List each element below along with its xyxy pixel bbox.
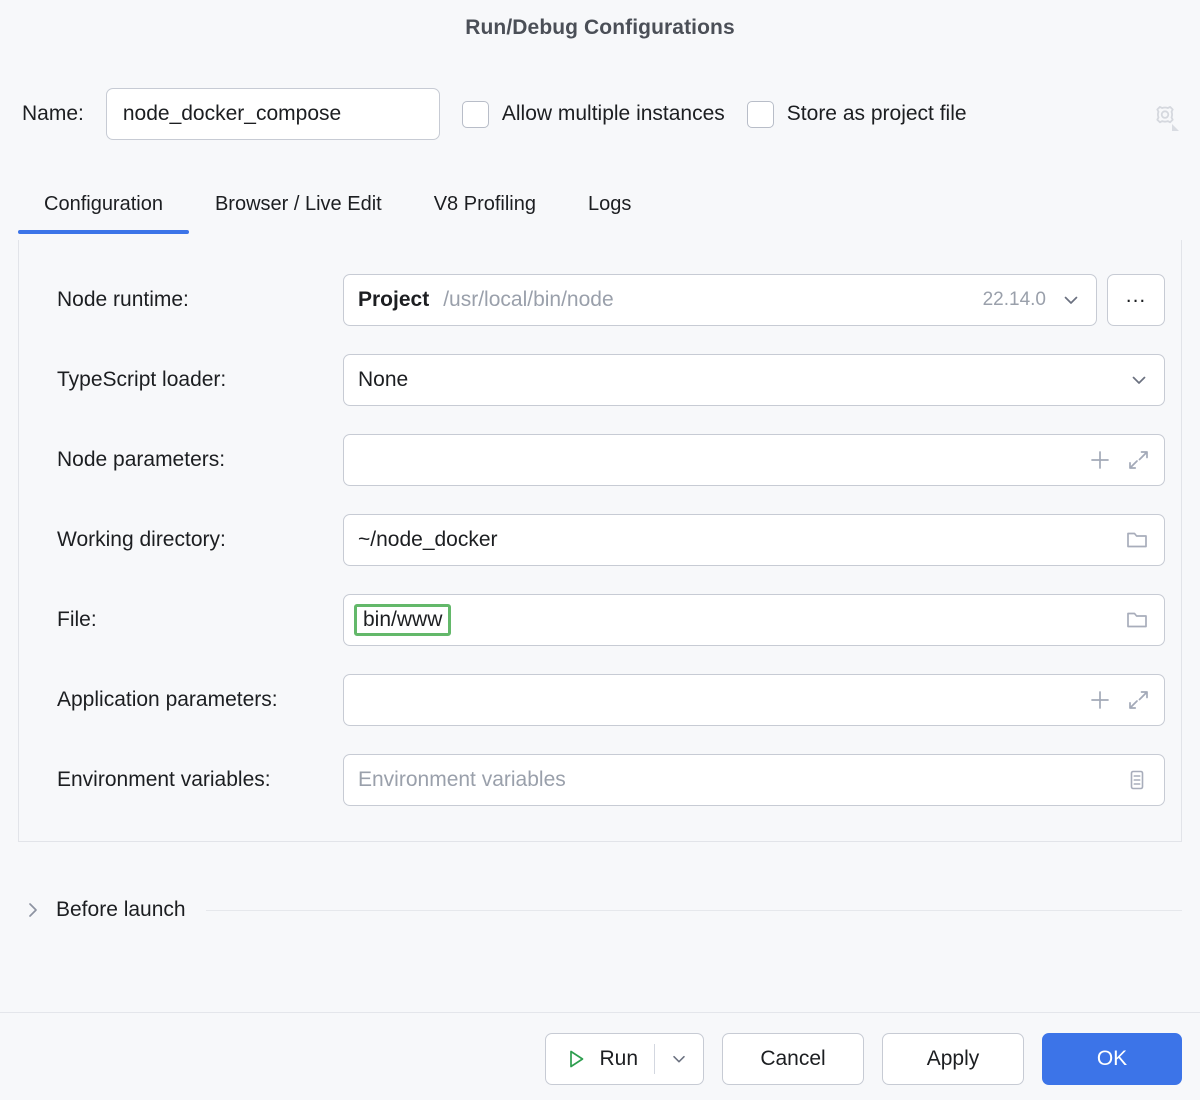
environment-variables-placeholder: Environment variables bbox=[358, 768, 566, 791]
environment-variables-input[interactable]: Environment variables bbox=[343, 754, 1165, 806]
typescript-loader-label: TypeScript loader: bbox=[57, 368, 227, 391]
file-value-wrapper: bin/www bbox=[354, 603, 1124, 636]
before-launch-label: Before launch bbox=[56, 898, 186, 921]
run-split-button[interactable]: Run bbox=[545, 1033, 704, 1085]
environment-variables-label: Environment variables: bbox=[57, 768, 271, 791]
file-input[interactable]: bin/www bbox=[343, 594, 1165, 646]
row-file: File: bin/www bbox=[37, 580, 1165, 660]
store-as-project-file-checkbox[interactable] bbox=[746, 100, 774, 128]
expand-icon[interactable] bbox=[1126, 688, 1150, 712]
run-button-divider bbox=[654, 1044, 655, 1074]
file-label: File: bbox=[57, 608, 97, 631]
node-parameters-input[interactable] bbox=[343, 434, 1165, 486]
gear-icon[interactable] bbox=[1148, 100, 1182, 134]
folder-icon[interactable] bbox=[1124, 527, 1150, 553]
play-icon bbox=[564, 1047, 588, 1071]
row-application-parameters: Application parameters: bbox=[37, 660, 1165, 740]
row-node-parameters: Node parameters: bbox=[37, 420, 1165, 500]
tab-configuration[interactable]: Configuration bbox=[18, 178, 189, 234]
node-runtime-path: /usr/local/bin/node bbox=[443, 288, 614, 311]
name-row: Name: Allow multiple instances Store as … bbox=[22, 88, 1182, 140]
expand-icon[interactable] bbox=[1126, 448, 1150, 472]
before-launch-divider bbox=[205, 909, 1182, 911]
apply-button[interactable]: Apply bbox=[882, 1033, 1024, 1085]
dialog-title-bar: Run/Debug Configurations bbox=[0, 0, 1200, 56]
working-directory-value: ~/node_docker bbox=[358, 528, 498, 551]
list-editor-icon[interactable] bbox=[1124, 767, 1150, 793]
cancel-button[interactable]: Cancel bbox=[722, 1033, 864, 1085]
run-dropdown-button[interactable] bbox=[655, 1034, 703, 1084]
configuration-panel: Node runtime: Project /usr/local/bin/nod… bbox=[18, 240, 1182, 842]
name-label: Name: bbox=[22, 102, 84, 125]
chevron-right-icon[interactable] bbox=[22, 899, 44, 921]
tab-logs[interactable]: Logs bbox=[587, 193, 632, 215]
application-parameters-label: Application parameters: bbox=[57, 688, 278, 711]
run-button[interactable]: Run bbox=[546, 1034, 654, 1084]
allow-multiple-instances-checkbox[interactable] bbox=[461, 100, 489, 128]
row-working-directory: Working directory: ~/node_docker bbox=[37, 500, 1165, 580]
store-as-project-file-label: Store as project file bbox=[786, 102, 967, 125]
node-runtime-label: Node runtime: bbox=[57, 288, 189, 311]
chevron-down-icon[interactable] bbox=[1128, 369, 1150, 391]
row-environment-variables: Environment variables: Environment varia… bbox=[37, 740, 1165, 820]
file-value: bin/www bbox=[354, 603, 452, 636]
tab-bar: Configuration Browser / Live Edit V8 Pro… bbox=[18, 178, 1182, 240]
configuration-form: Node runtime: Project /usr/local/bin/nod… bbox=[37, 260, 1165, 820]
working-directory-label: Working directory: bbox=[57, 528, 226, 551]
node-runtime-browse-button[interactable]: ... bbox=[1107, 274, 1165, 326]
footer-divider bbox=[0, 1012, 1200, 1013]
before-launch-section[interactable]: Before launch bbox=[22, 888, 1182, 932]
working-directory-input[interactable]: ~/node_docker bbox=[343, 514, 1165, 566]
store-as-project-file-group[interactable]: Store as project file bbox=[746, 100, 967, 128]
row-typescript-loader: TypeScript loader: None bbox=[37, 340, 1165, 420]
application-parameters-input[interactable] bbox=[343, 674, 1165, 726]
typescript-loader-combobox[interactable]: None bbox=[343, 354, 1165, 406]
folder-icon[interactable] bbox=[1124, 607, 1150, 633]
plus-icon[interactable] bbox=[1088, 688, 1112, 712]
ok-button[interactable]: OK bbox=[1042, 1033, 1182, 1085]
node-runtime-version: 22.14.0 bbox=[982, 289, 1046, 310]
tab-browser-live-edit[interactable]: Browser / Live Edit bbox=[214, 193, 382, 215]
allow-multiple-instances-group[interactable]: Allow multiple instances bbox=[461, 100, 725, 128]
node-parameters-label: Node parameters: bbox=[57, 448, 226, 471]
chevron-down-icon[interactable] bbox=[1060, 289, 1082, 311]
typescript-loader-value: None bbox=[358, 368, 409, 391]
row-node-runtime: Node runtime: Project /usr/local/bin/nod… bbox=[37, 260, 1165, 340]
node-runtime-combobox[interactable]: Project /usr/local/bin/node 22.14.0 bbox=[343, 274, 1097, 326]
tab-v8-profiling[interactable]: V8 Profiling bbox=[433, 193, 536, 215]
plus-icon[interactable] bbox=[1088, 448, 1112, 472]
run-button-label: Run bbox=[599, 1047, 638, 1070]
allow-multiple-instances-label: Allow multiple instances bbox=[501, 102, 725, 125]
dialog-title: Run/Debug Configurations bbox=[465, 16, 735, 39]
footer-button-bar: Run Cancel Apply OK bbox=[0, 1028, 1182, 1090]
configuration-name-input[interactable] bbox=[105, 88, 440, 140]
node-runtime-prefix: Project bbox=[358, 288, 430, 311]
